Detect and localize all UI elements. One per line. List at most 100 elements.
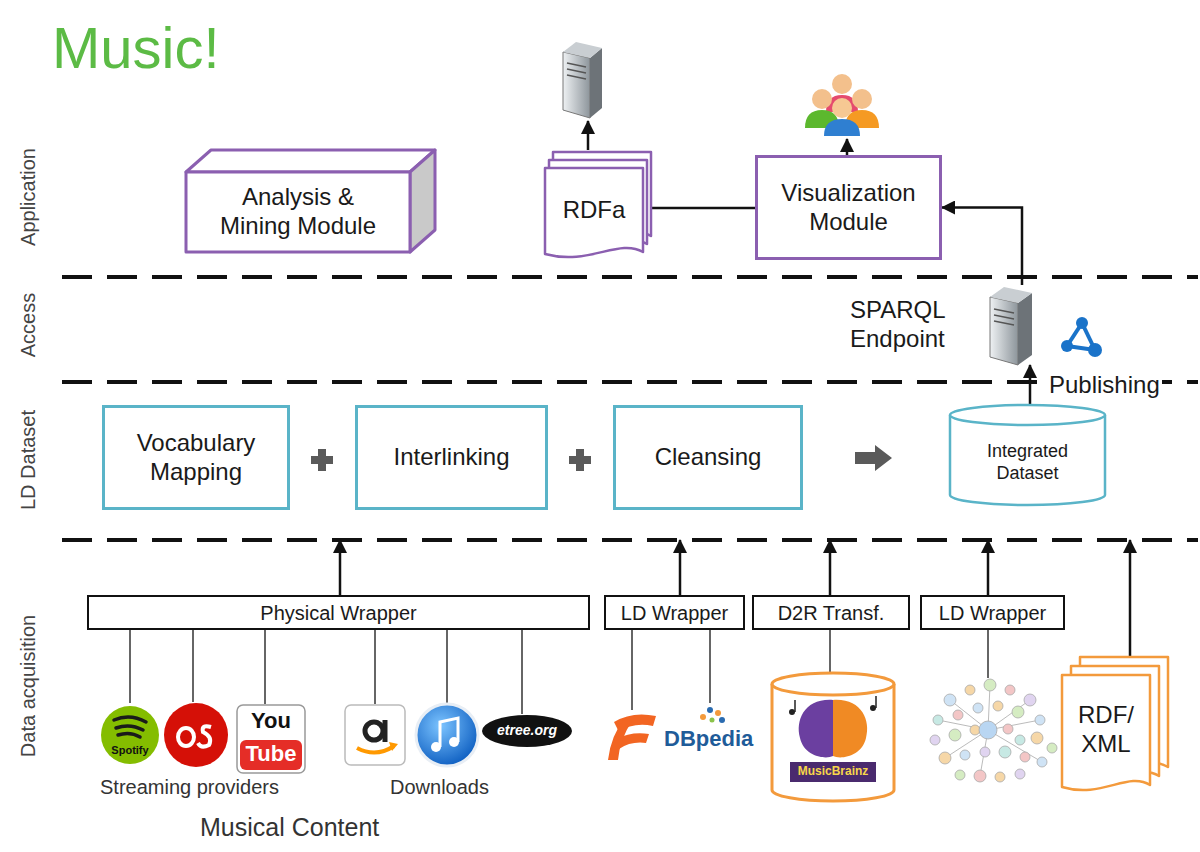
logo-text: DBpedia — [664, 726, 753, 752]
itunes-logo — [440, 718, 458, 747]
leader-line — [129, 630, 131, 703]
users-icon — [805, 74, 879, 136]
dbpedia-icon — [710, 718, 715, 723]
lastfm-logo — [164, 703, 228, 767]
layer-band: Data acquisition Physical Wrapper LD Wrapp… — [0, 540, 1200, 852]
process-box: Vocabulary Mapping — [102, 405, 290, 510]
linked-data-cloud — [973, 703, 983, 713]
linked-data-cloud — [930, 679, 1057, 782]
dbpedia-icon — [719, 717, 725, 723]
connector-arrow — [339, 540, 342, 595]
connector-arrow — [829, 540, 832, 595]
linked-data-cloud — [1047, 743, 1057, 753]
linked-data-cloud — [1031, 732, 1043, 744]
linked-data-cloud — [995, 772, 1005, 782]
layer-divider — [62, 277, 1198, 540]
leader-line — [987, 630, 989, 678]
amazon-logo — [345, 705, 405, 765]
layer-label: Access — [17, 293, 40, 357]
dataset-cylinder: Integrated Dataset — [950, 405, 1105, 505]
server-icon — [1018, 293, 1032, 365]
node-text: Vocabulary Mapping — [116, 429, 276, 487]
linked-data-cloud — [1005, 685, 1015, 695]
amazon-logo — [357, 746, 394, 753]
server-icon — [990, 297, 1018, 365]
linked-data-cloud — [999, 746, 1011, 758]
musicbrainz-database — [875, 696, 877, 708]
logo-text: Tube — [246, 741, 297, 767]
layer-label: Data acquisition — [17, 615, 40, 757]
node-text: RDF/ XML — [1071, 701, 1141, 759]
linked-data-cloud — [993, 701, 1003, 711]
node-text: Cleansing — [655, 443, 762, 472]
linked-data-cloud — [970, 725, 980, 735]
layer-band: Access SPARQL Endpoint — [0, 277, 1200, 382]
group-caption: Streaming providers — [100, 775, 279, 799]
server-icon — [994, 315, 1014, 319]
itunes-logo — [431, 742, 441, 752]
edge-label: Publishing — [1047, 371, 1162, 400]
section-caption: Musical Content — [200, 812, 379, 842]
layer-band: ApplicationAnalysis & Mining ModuleRDFaV… — [0, 0, 1200, 277]
node-text: Physical Wrapper — [260, 601, 416, 625]
layer-band: LD DatasetVocabulary MappingInterlinking… — [0, 382, 1200, 540]
plus-symbol — [318, 449, 326, 471]
linked-data-cloud — [1015, 735, 1025, 745]
block-arrow — [855, 445, 892, 471]
musicbrainz-database — [772, 673, 894, 801]
shape-outline — [186, 150, 435, 172]
linked-data-cloud — [965, 685, 975, 695]
dbpedia-icon — [700, 707, 725, 723]
leader-line — [829, 630, 831, 672]
amazon-logo — [383, 720, 388, 742]
amazon-logo — [345, 705, 405, 765]
leader-line — [264, 630, 266, 704]
logo-text: You — [251, 708, 291, 734]
connector-arrow — [1029, 365, 1032, 405]
linked-data-cloud — [1015, 769, 1025, 779]
block-arrow — [855, 445, 892, 471]
linked-data-cloud — [1012, 706, 1024, 718]
itunes-logo — [416, 704, 478, 766]
linked-data-cloud — [980, 747, 990, 757]
logo-text: etree.org — [497, 722, 557, 739]
share-icon — [1061, 317, 1102, 357]
document-stack: RDFa — [545, 168, 643, 260]
shape-outline — [186, 172, 410, 252]
diagram-title: Music! — [52, 16, 220, 80]
linked-data-cloud — [955, 770, 965, 780]
musicbrainz-database — [870, 705, 876, 711]
logo-text: MusicBrainz — [798, 764, 869, 778]
connector-arrow — [942, 208, 1022, 286]
spotify-logo — [101, 706, 159, 764]
node-text: SPARQL Endpoint — [850, 296, 978, 354]
server-icon — [563, 52, 590, 118]
linked-data-cloud — [939, 752, 951, 764]
spotify-logo — [114, 717, 146, 737]
dbpedia-icon — [715, 710, 721, 716]
wrapper-box: D2R Transf. — [752, 595, 910, 630]
shape-outline — [950, 405, 1105, 425]
module-box: Visualization Module — [755, 155, 942, 260]
wrapper-box: Physical Wrapper — [87, 595, 590, 630]
node-text: LD Wrapper — [939, 601, 1046, 625]
server-icon — [567, 75, 586, 79]
youtube-logo — [237, 705, 305, 773]
connector-arrow — [643, 207, 755, 210]
wrapper-box: LD Wrapper — [604, 595, 745, 630]
endpoint-label: SPARQL Endpoint — [850, 285, 1035, 365]
lastfm-logo — [164, 703, 228, 767]
lastfm-logo — [198, 726, 211, 746]
spotify-logo — [101, 706, 159, 764]
linked-data-cloud — [988, 730, 1042, 762]
server-icon — [994, 321, 1014, 325]
lastfm-logo — [178, 728, 194, 746]
shape-outline — [410, 150, 435, 252]
linked-data-cloud — [1037, 757, 1047, 767]
dbpedia-icon — [707, 707, 713, 713]
layer-divider — [62, 275, 1198, 279]
shape-outline — [950, 415, 1105, 505]
plus-symbol — [576, 449, 584, 471]
server-icon — [563, 42, 602, 58]
